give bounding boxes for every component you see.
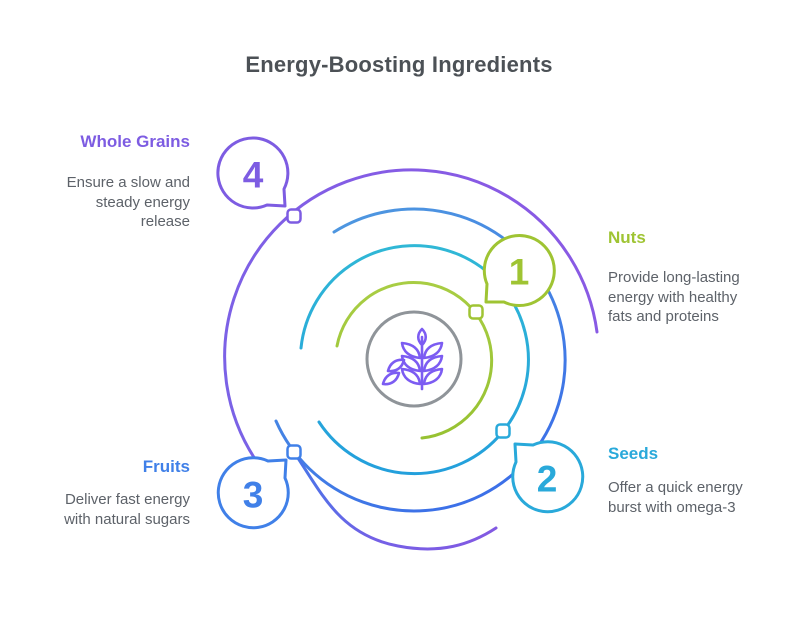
section-whole-grains-label: Whole Grains — [80, 132, 190, 151]
bubble-3 — [216, 456, 290, 530]
section-seeds-label: Seeds — [608, 444, 659, 463]
section-nuts-description: Provide long-lasting energy with healthy… — [608, 269, 740, 325]
bubble-2 — [511, 440, 585, 514]
bubble-1 — [482, 234, 556, 307]
section-whole-grains: Whole Grains Ensure a slow and steady en… — [55, 132, 190, 232]
bubble-2-number: 2 — [537, 459, 558, 500]
bubble-4 — [216, 136, 290, 210]
section-fruits-label: Fruits — [142, 457, 190, 476]
section-fruits: Fruits Deliver fast energy with natural … — [50, 457, 190, 529]
page-title: Energy-Boosting Ingredients — [245, 52, 553, 77]
bubble-4-number: 4 — [243, 155, 264, 196]
bubble-3-number: 3 — [243, 475, 264, 516]
node-2 — [495, 423, 511, 439]
spiral-arc-blue — [274, 207, 567, 513]
wheat-icon — [381, 327, 444, 391]
section-fruits-description: Deliver fast energy with natural sugars — [64, 491, 190, 528]
section-nuts: Nuts Provide long-lasting energy with he… — [608, 228, 763, 327]
node-4 — [286, 208, 302, 224]
node-1 — [468, 304, 484, 320]
spiral-arc-transition — [292, 450, 498, 551]
section-nuts-label: Nuts — [608, 228, 646, 247]
node-3 — [286, 444, 302, 460]
section-seeds: Seeds Offer a quick energy burst with om… — [608, 444, 763, 517]
spiral-arc-purple — [223, 168, 599, 461]
spiral-arc-cyan — [299, 244, 530, 476]
bubble-1-number: 1 — [509, 252, 530, 293]
section-whole-grains-description: Ensure a slow and steady energy release — [66, 174, 190, 230]
section-seeds-description: Offer a quick energy burst with omega-3 — [608, 479, 743, 516]
